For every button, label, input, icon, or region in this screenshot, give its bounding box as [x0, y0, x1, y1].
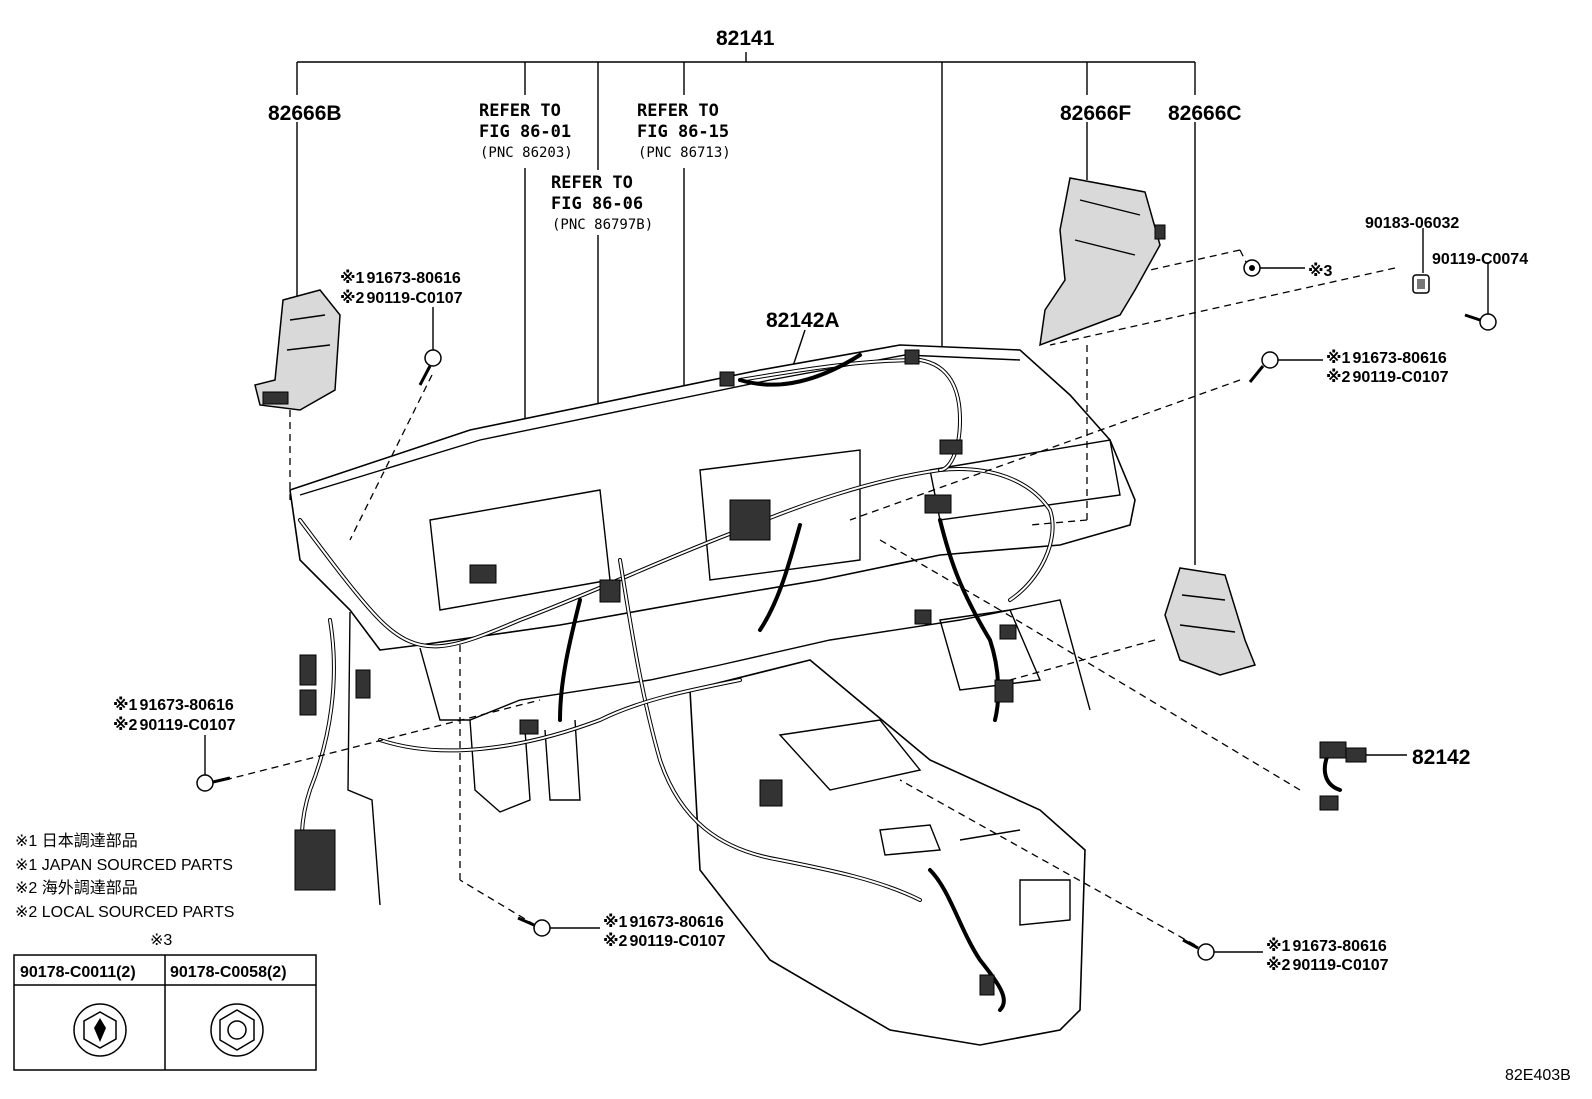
- svg-text:(PNC 86203): (PNC 86203): [480, 145, 573, 161]
- bracket-82666c: [1164, 567, 1257, 676]
- label-82142: 82142: [1412, 746, 1470, 769]
- nut-table-cell: 90178-C0011(2): [20, 964, 136, 981]
- hex-nut-icon: [210, 1003, 264, 1057]
- nut-table: ※3 90178-C0011(2) 90178-C0058(2): [13, 932, 317, 1071]
- note-line: ※1 日本調達部品: [15, 832, 138, 850]
- flange-nut-icon: [73, 1003, 127, 1057]
- note-line: ※2 LOCAL SOURCED PARTS: [15, 904, 234, 921]
- clip-nut-icon: [1412, 274, 1430, 294]
- figure-id: 82E403B: [1505, 1067, 1571, 1084]
- sourcing-notes: ※1 日本調達部品 ※1 JAPAN SOURCED PARTS ※2 海外調達…: [15, 832, 234, 921]
- note-line: ※1 JAPAN SOURCED PARTS: [15, 857, 233, 874]
- wire-harness-82141: [294, 349, 1055, 1012]
- label-82666c: 82666C: [1168, 102, 1242, 125]
- label-82666b: 82666B: [268, 102, 342, 125]
- svg-text:REFER TO: REFER TO: [551, 173, 633, 193]
- svg-text:REFER TO: REFER TO: [479, 101, 561, 121]
- label-82141: 82141: [716, 27, 775, 50]
- svg-text:FIG 86-06: FIG 86-06: [551, 194, 643, 214]
- bolt-icon: [196, 774, 231, 792]
- bracket-82666f: [1039, 177, 1166, 347]
- svg-text:(PNC 86713): (PNC 86713): [638, 145, 731, 161]
- bracket-82666b: [254, 289, 341, 411]
- label-82142a: 82142A: [766, 309, 840, 332]
- instrument-panel-outline: [289, 344, 1136, 1046]
- bolt-icon: [418, 349, 442, 386]
- dashed-leaders: [224, 249, 1396, 946]
- sub-harness-82142: [1319, 741, 1407, 811]
- svg-text:(PNC 86797B): (PNC 86797B): [552, 217, 653, 233]
- bolt-icon: [1248, 351, 1279, 383]
- sub-harness-82142a: [738, 353, 862, 387]
- label-90183-06032: 90183-06032: [1365, 215, 1459, 232]
- svg-text:REFER TO: REFER TO: [637, 101, 719, 121]
- note-line: ※2 海外調達部品: [15, 879, 138, 897]
- refer-fig-86-06: REFER TO FIG 86-06 (PNC 86797B): [551, 173, 653, 233]
- svg-text:FIG 86-15: FIG 86-15: [637, 122, 729, 142]
- nut-table-title: ※3: [150, 932, 172, 949]
- refer-fig-86-15: REFER TO FIG 86-15 (PNC 86713): [637, 101, 731, 161]
- bolt-icon: [1464, 313, 1497, 331]
- bolt-icon: [1182, 938, 1215, 961]
- label-82666f: 82666F: [1060, 102, 1131, 125]
- nut-icon: [1243, 259, 1261, 277]
- label-90119-c0074: 90119-C0074: [1432, 251, 1528, 268]
- bracket-82141: [296, 52, 1196, 360]
- refer-fig-86-01: REFER TO FIG 86-01 (PNC 86203): [479, 101, 573, 161]
- bolt-icon: [517, 916, 551, 937]
- label-mark3: ※3: [1308, 262, 1333, 280]
- svg-text:FIG 86-01: FIG 86-01: [479, 122, 571, 142]
- nut-table-cell: 90178-C0058(2): [170, 964, 287, 981]
